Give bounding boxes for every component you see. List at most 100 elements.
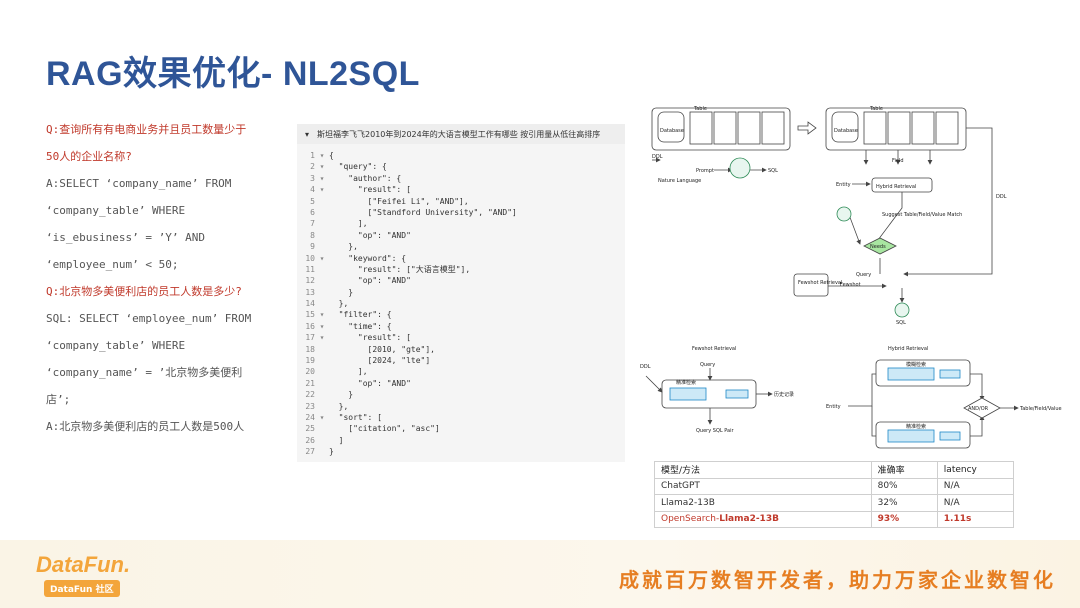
fold-toggle-icon[interactable]: ▾ <box>319 185 325 195</box>
code-text: ], <box>329 219 368 229</box>
diagram-table-field-value: Table/Field/Value <box>1019 406 1062 412</box>
diagram-query-sql-pair: Query SQL Pair <box>696 428 735 434</box>
fold-toggle-icon <box>315 344 329 355</box>
table-row-highlight: OpenSearch-Llama2-13B 93% 1.11s <box>654 510 1015 528</box>
line-number: 17 <box>305 333 315 343</box>
diagram-fewshot-retrieval: Fewshot Retrieval <box>798 280 842 286</box>
fold-toggle-icon[interactable]: ▾ <box>319 253 325 263</box>
qa-line: SQL: SELECT ‘employee_num’ FROM <box>46 312 252 325</box>
code-panel-header[interactable]: ▾斯坦福李飞飞2010年到2024年的大语言模型工作有哪些 按引用量从低往高排序 <box>297 124 625 144</box>
code-lines: 1▾{2▾ "query": {3▾ "author": {4▾ "result… <box>297 144 625 458</box>
diagram-natural-language: Nature Language <box>658 178 701 184</box>
fold-toggle-icon <box>315 389 329 400</box>
latency-value: 1.11s <box>943 514 972 525</box>
fold-toggle-icon[interactable]: ▾ <box>319 162 325 172</box>
line-number: 11 <box>305 264 315 274</box>
fold-toggle-icon <box>315 446 329 457</box>
fold-toggle-icon <box>315 435 329 446</box>
code-line: 26 ] <box>297 435 625 446</box>
qa-line: ‘company_table’ WHERE <box>46 204 186 217</box>
line-number: 27 <box>305 447 315 457</box>
line-number: 26 <box>305 435 315 445</box>
logo-wordmark: DataFun. <box>36 552 131 577</box>
diagram-history: 历史记录 <box>774 391 794 398</box>
line-number: 6 <box>310 207 315 217</box>
diagram-ddl-2: DDL <box>996 194 1007 200</box>
cell-latency: 1.11s <box>936 510 1015 528</box>
code-line: 22 } <box>297 389 625 400</box>
fold-toggle-icon[interactable]: ▾ <box>319 173 325 183</box>
fold-toggle-icon[interactable]: ▾ <box>319 412 325 422</box>
code-text: ["Feifei Li", "AND"], <box>329 196 469 206</box>
line-number: 4 <box>310 185 315 195</box>
diagram-fewshot-retrieval-2: Fewshot Retrieval <box>692 346 736 352</box>
code-text: } <box>329 390 354 400</box>
code-text: } <box>329 447 334 457</box>
line-number: 3 <box>310 173 315 183</box>
header-accuracy: 准确率 <box>870 461 938 479</box>
cell-accuracy: 32% <box>870 494 938 512</box>
chevron-down-icon[interactable]: ▾ <box>305 130 310 139</box>
qa-line: 50人的企业名称? <box>46 150 132 163</box>
code-text: "op": "AND" <box>329 230 411 240</box>
header-method: 模型/方法 <box>654 461 872 479</box>
diagram-query: Query <box>856 272 871 278</box>
diagram-entity-2: Entity <box>826 404 841 410</box>
fold-toggle-icon <box>315 355 329 366</box>
diagram-entity: Entity <box>836 182 851 188</box>
code-line: 6 ["Standford University", "AND"] <box>297 207 625 218</box>
code-line: 24▾ "sort": [ <box>297 412 625 423</box>
line-number: 12 <box>305 276 315 286</box>
code-text: ], <box>329 367 368 377</box>
code-text: [2010, "gte"], <box>329 344 435 354</box>
code-text: ["citation", "asc"] <box>329 424 440 434</box>
method-prefix: OpenSearch- <box>661 514 720 525</box>
qa-line: 店’; <box>46 393 71 406</box>
line-number: 23 <box>305 401 315 411</box>
code-line: 16▾ "time": { <box>297 321 625 332</box>
code-text: }, <box>329 242 358 252</box>
code-text: "op": "AND" <box>329 276 411 286</box>
cell-accuracy: 80% <box>870 477 938 495</box>
line-number: 18 <box>305 344 315 354</box>
code-line: 17 ▾ "result": [ <box>297 332 625 343</box>
cell-method: Llama2-13B <box>654 494 872 512</box>
line-number: 19 <box>305 356 315 366</box>
code-line: 19 [2024, "lte"] <box>297 355 625 366</box>
code-text: "op": "AND" <box>329 378 411 388</box>
fold-toggle-icon[interactable]: ▾ <box>319 333 325 343</box>
code-text: "author": { <box>329 173 402 183</box>
slide-title: RAG效果优化- NL2SQL <box>46 55 420 93</box>
fold-toggle-icon <box>315 264 329 275</box>
code-text: [2024, "lte"] <box>329 356 431 366</box>
qa-line: Q:北京物多美便利店的员工人数是多少? <box>46 285 242 298</box>
fold-toggle-icon <box>315 423 329 434</box>
line-number: 8 <box>310 230 315 240</box>
cell-method: ChatGPT <box>654 477 872 495</box>
diagram-exact-search-2: 精准检索 <box>906 423 926 430</box>
diagram-fewshot: Fewshot <box>840 282 861 288</box>
code-line: 21 "op": "AND" <box>297 378 625 389</box>
line-number: 13 <box>305 287 315 297</box>
code-line: 27} <box>297 446 625 457</box>
code-text: ] <box>329 435 344 445</box>
table-header-row: 模型/方法 准确率 latency <box>654 461 1015 479</box>
accuracy-value: 93% <box>877 514 900 525</box>
qa-line: Q:查询所有有电商业务并且员工数量少于 <box>46 123 247 136</box>
diagram-suggest: Suggest Table/Field/Value Match <box>882 212 962 218</box>
diagram-hybrid-retrieval-2: Hybrid Retrieval <box>888 346 928 352</box>
fold-toggle-icon <box>315 241 329 252</box>
fold-toggle-icon[interactable]: ▾ <box>319 310 325 320</box>
code-line: 15▾ "filter": { <box>297 309 625 320</box>
code-text: "result": [ <box>329 333 411 343</box>
fold-toggle-icon[interactable]: ▾ <box>319 321 325 331</box>
fold-toggle-icon[interactable]: ▾ <box>319 151 325 160</box>
fold-toggle-icon <box>315 401 329 412</box>
code-line: 14 }, <box>297 298 625 309</box>
line-number: 2 <box>310 162 315 172</box>
code-panel: ▾斯坦福李飞飞2010年到2024年的大语言模型工作有哪些 按引用量从低往高排序… <box>297 124 625 462</box>
fold-toggle-icon <box>315 196 329 207</box>
code-text: } <box>329 287 354 297</box>
fold-toggle-icon <box>315 218 329 229</box>
